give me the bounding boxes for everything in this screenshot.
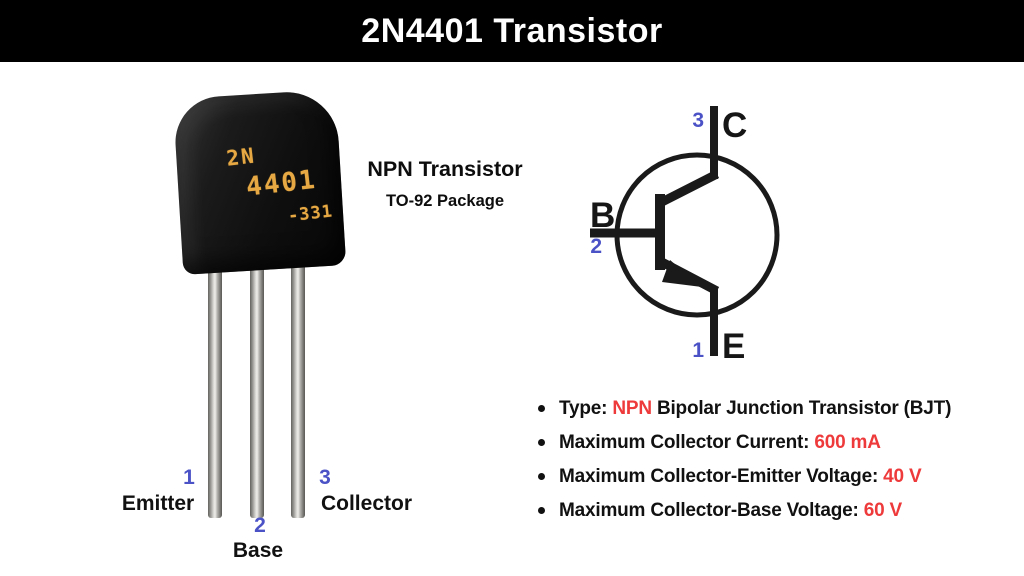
package-marking-line1: 2N [225, 143, 258, 171]
spec-item-vce: Maximum Collector-Emitter Voltage: 40 V [532, 466, 1007, 487]
terminal-letter-E: E [722, 327, 745, 366]
spec-item-type: Type: NPN Bipolar Junction Transistor (B… [532, 398, 1007, 419]
package-marking-line3: -331 [287, 201, 334, 227]
pin-label-emitter: Emitter [121, 492, 195, 515]
transistor-body: 2N 4401 -331 [172, 89, 347, 275]
transistor-leg-base [250, 252, 264, 518]
bullet-icon [538, 439, 545, 446]
header-bar: 2N4401 Transistor [0, 0, 1024, 62]
npn-symbol-diagram: C 3 B 2 E 1 [590, 106, 780, 366]
terminal-letter-C: C [722, 106, 747, 145]
spec-list: Type: NPN Bipolar Junction Transistor (B… [532, 398, 1007, 534]
bullet-icon [538, 473, 545, 480]
spec-prefix: Maximum Collector-Emitter Voltage: [559, 466, 884, 487]
spec-item-vcb: Maximum Collector-Base Voltage: 60 V [532, 500, 1007, 521]
spec-prefix: Type: [559, 398, 613, 419]
caption-subtitle: TO-92 Package [385, 192, 504, 210]
transistor-leg-collector [291, 252, 305, 518]
terminal-letter-B: B [590, 196, 615, 235]
terminal-number-1: 1 [692, 339, 704, 362]
spec-value: NPN [612, 398, 652, 419]
spec-item-collector-current: Maximum Collector Current: 600 mA [532, 432, 1007, 453]
terminal-number-2: 2 [590, 235, 602, 258]
package-caption: NPN Transistor TO-92 Package [350, 157, 540, 211]
transistor-leg-emitter [208, 252, 222, 518]
pin-label-collector: Collector [320, 492, 412, 515]
spec-suffix: Bipolar Junction Transistor (BJT) [651, 398, 952, 419]
pin-label-base: Base [232, 539, 284, 562]
spec-value: 60 V [863, 500, 903, 521]
symbol-collector-diagonal [655, 169, 720, 209]
spec-value: 40 V [883, 466, 922, 487]
caption-title: NPN Transistor [367, 157, 523, 181]
package-marking-line2: 4401 [244, 164, 319, 203]
spec-prefix: Maximum Collector-Base Voltage: [559, 500, 864, 521]
spec-value: 600 mA [814, 432, 881, 453]
pin-number-2: 2 [254, 514, 266, 537]
emitter-arrow-icon [662, 260, 702, 287]
pin-number-1: 1 [183, 466, 195, 489]
bullet-icon [538, 405, 545, 412]
spec-prefix: Maximum Collector Current: [559, 432, 815, 453]
pin-number-3: 3 [319, 466, 331, 489]
terminal-number-3: 3 [692, 109, 704, 132]
bullet-icon [538, 507, 545, 514]
page-title: 2N4401 Transistor [361, 11, 663, 50]
